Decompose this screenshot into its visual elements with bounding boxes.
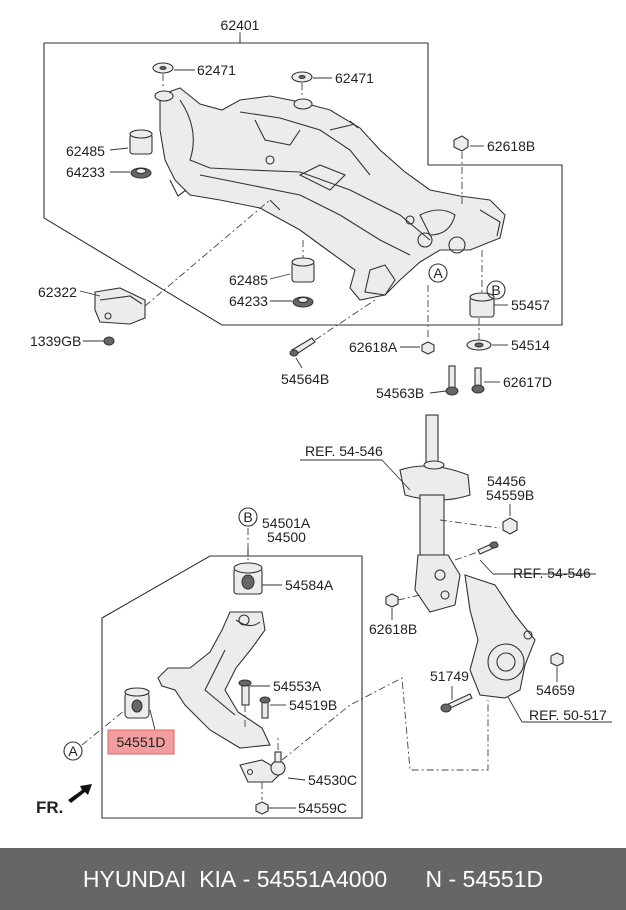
nut-54659 [550, 652, 564, 667]
svg-text:B: B [491, 282, 500, 298]
bracket-62322 [94, 287, 146, 325]
label-51749: 51749 [430, 668, 469, 684]
circle-marker-A-bottom: A [63, 741, 83, 761]
label-62471-right: 62471 [335, 70, 374, 86]
circle-marker-B-top: B [486, 280, 506, 300]
bolt-54519B [259, 696, 271, 719]
label-54519B: 54519B [289, 697, 337, 713]
subframe-group-frame [43, 38, 563, 326]
label-62322: 62322 [38, 284, 77, 300]
svg-text:A: A [68, 743, 78, 759]
label-54584A: 54584A [285, 577, 334, 593]
nut-64233-right [292, 296, 314, 308]
washer-54514 [466, 339, 492, 351]
label-1339GB: 1339GB [30, 333, 81, 349]
bolt-54563B [445, 365, 459, 396]
bushing-54584A [233, 562, 263, 595]
label-54551D: 54551D [116, 734, 165, 750]
label-62471-left: 62471 [197, 62, 236, 78]
label-55457: 55457 [511, 297, 550, 313]
footer-ref: N - 54551D [425, 865, 544, 892]
parts-diagram: A B [30, 17, 612, 819]
label-54530C: 54530C [308, 772, 357, 788]
label-ref-54-546-top: REF. 54-546 [305, 443, 383, 459]
lower-control-arm [157, 611, 271, 749]
nut-62618B-mid [385, 593, 399, 608]
nut-54559C [255, 801, 269, 815]
front-direction-arrow [68, 784, 92, 803]
footer-brand: HYUNDAI KIA [82, 865, 237, 892]
label-54514: 54514 [511, 337, 550, 353]
front-label: FR. [36, 798, 63, 817]
lower-arm-group-frame [101, 548, 363, 819]
label-54559B: 54559B [486, 487, 534, 503]
washer-62471-left [152, 62, 174, 74]
label-64233-left: 64233 [66, 164, 105, 180]
bolt-strut-upper [477, 541, 499, 555]
bolt-1339GB [103, 336, 115, 346]
label-62617D: 62617D [503, 374, 552, 390]
circle-marker-A-top: A [428, 263, 448, 283]
bolt-51749 [440, 693, 473, 713]
label-ref-54-546-mid: REF. 54-546 [513, 565, 591, 581]
bushing-54551D [124, 687, 150, 719]
ball-joint-54530C [239, 751, 286, 783]
label-62485-right: 62485 [229, 272, 268, 288]
label-64233-right: 64233 [229, 293, 268, 309]
label-54559C: 54559C [298, 800, 347, 816]
label-62618A: 62618A [349, 339, 398, 355]
bushing-62485-left [129, 129, 153, 155]
washer-62471-right [291, 71, 313, 83]
footer-bar: HYUNDAI KIA - 54551A4000 N - 54551D [0, 848, 626, 910]
part-labels: 62401 62471 62471 62485 64233 62618B 624… [30, 17, 607, 816]
nut-62618A [421, 341, 435, 355]
label-ref-50-517: REF. 50-517 [529, 707, 607, 723]
label-54456: 54456 [487, 473, 526, 489]
footer-part-number: - 54551A4000 [242, 865, 388, 892]
strut-assembly [399, 414, 471, 613]
label-62401: 62401 [221, 17, 260, 33]
steering-knuckle [464, 574, 536, 699]
label-62618B-top: 62618B [487, 138, 535, 154]
highlight-54551D: 54551D [107, 729, 175, 755]
bolt-54553A [238, 679, 252, 706]
svg-text:A: A [433, 265, 443, 281]
svg-text:B: B [243, 509, 252, 525]
label-54500: 54500 [267, 529, 306, 545]
leader-lines [79, 32, 558, 809]
bolt-62617D [471, 367, 485, 394]
label-54659: 54659 [536, 682, 575, 698]
nut-54456 [502, 517, 518, 535]
subframe-crossmember [154, 87, 506, 301]
label-54563B: 54563B [376, 385, 424, 401]
label-62618B-mid: 62618B [369, 621, 417, 637]
label-62485-left: 62485 [66, 143, 105, 159]
nut-64233-left [130, 167, 152, 179]
circle-marker-B-bottom: B [238, 507, 258, 527]
label-54553A: 54553A [273, 678, 322, 694]
bolt-54564B [289, 337, 316, 357]
label-54564B: 54564B [281, 371, 329, 387]
label-54501A: 54501A [262, 515, 311, 531]
bushing-62485-right [291, 257, 315, 283]
nut-62618B-top [453, 135, 469, 152]
